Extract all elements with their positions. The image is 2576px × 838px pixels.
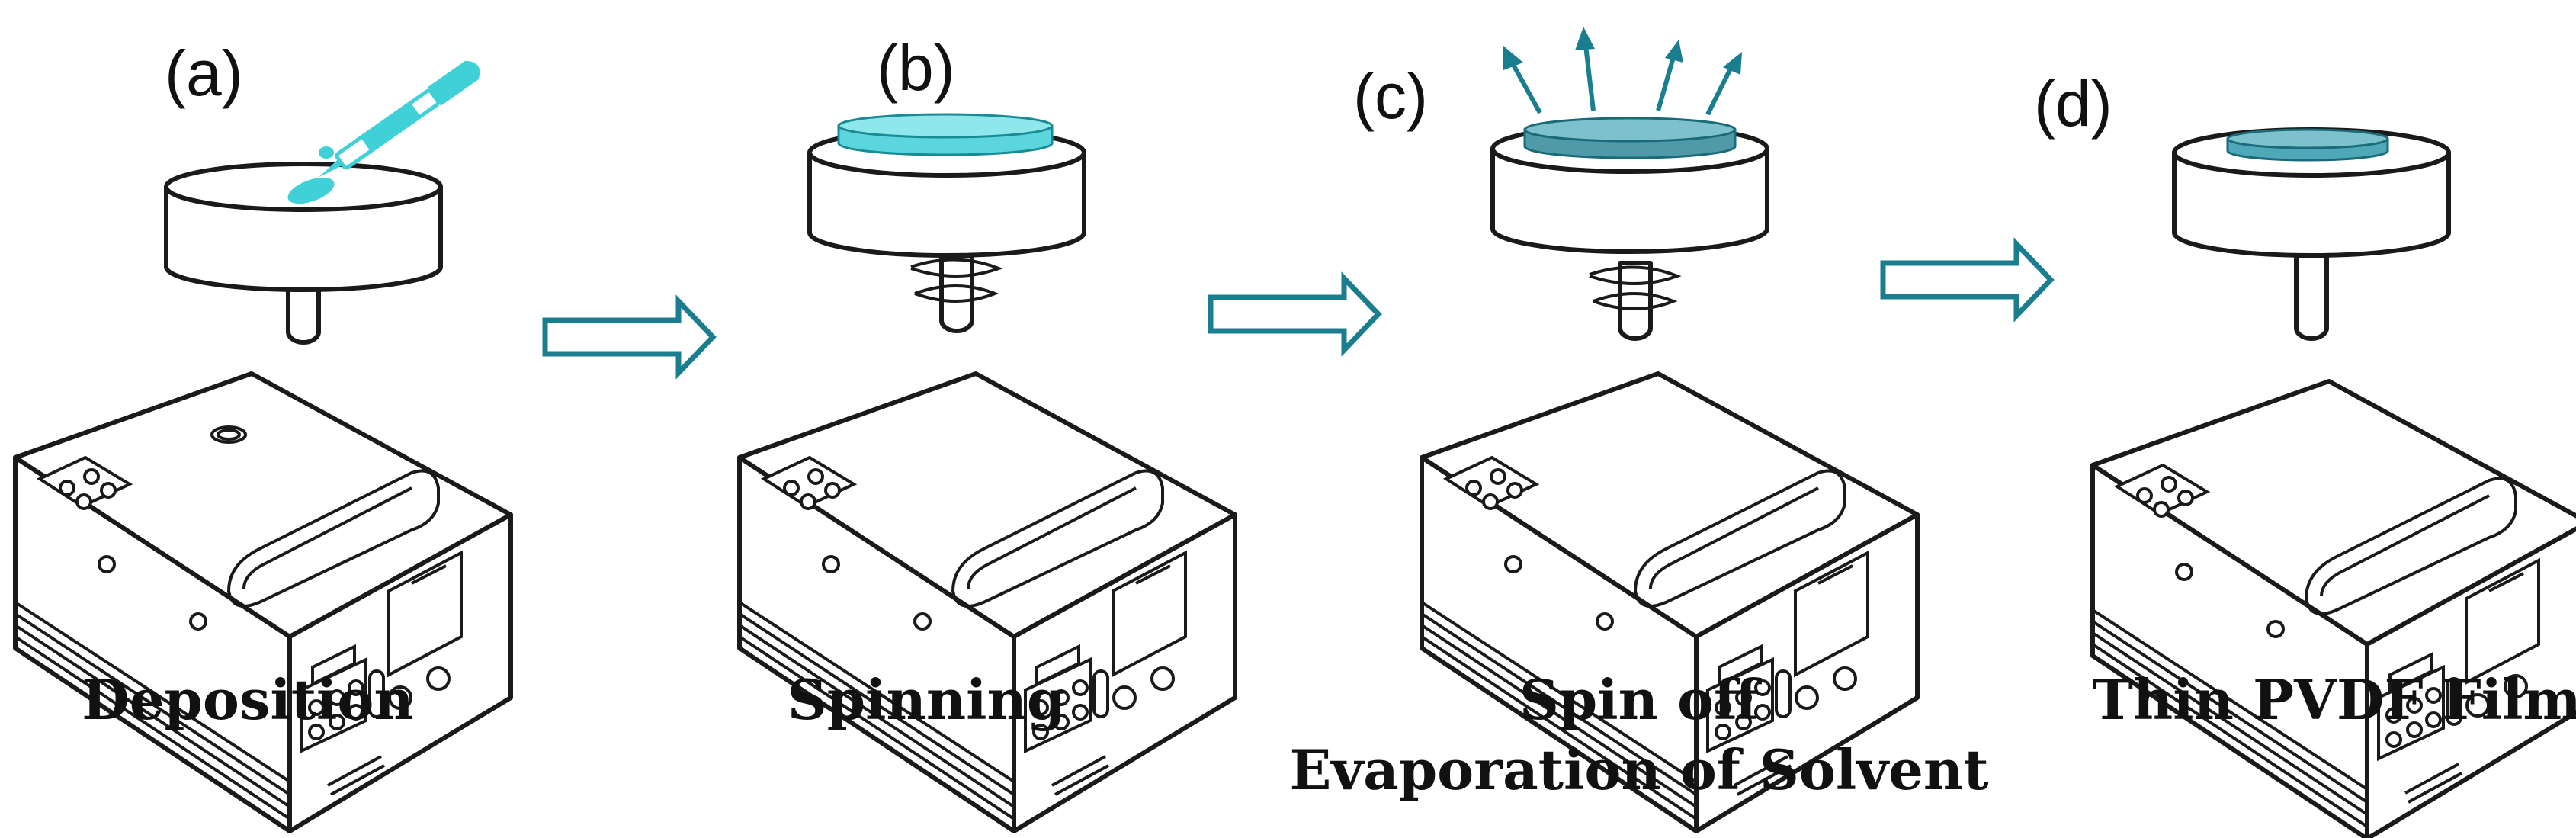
step-d: (d) Thin PVDF Film [2034,68,2576,838]
rotation-arrow-icon [910,258,1003,278]
step-a-caption: Deposition [82,667,413,732]
step-arrow-2 [1208,271,1382,357]
step-a-letter: (a) [165,37,243,109]
wet-film [837,113,1054,156]
step-c-letter: (c) [1353,60,1428,132]
solution-droplet [287,177,335,204]
step-c-caption-line-1: Spin off [1519,667,1762,732]
coater-body-a [15,374,511,831]
pipette-icon [319,60,480,178]
coater-body-d [2093,381,2576,838]
step-b: (b) Spinning [739,32,1235,831]
solvent-vapor-arrows [1503,27,1742,116]
spindle-b [910,253,1003,333]
step-c: (c) Spin off Evaporation of Solvent [1289,27,1989,831]
step-d-letter: (d) [2034,68,2112,140]
step-b-letter: (b) [877,32,955,104]
step-arrow-1 [542,294,717,380]
step-c-caption-line-2: Evaporation of Solvent [1289,737,1988,802]
falling-drop [319,146,334,159]
coater-body-b [739,374,1235,831]
step-arrow-3 [1880,237,2055,323]
step-a: (a) Deposition [15,37,511,831]
thin-pvdf-film [2226,128,2389,162]
spindle-c [1589,261,1682,341]
step-d-caption: Thin PVDF Film [2092,667,2576,732]
evaporating-film [1523,117,1737,159]
spindle-d [2294,253,2329,341]
step-b-caption: Spinning [788,667,1065,732]
